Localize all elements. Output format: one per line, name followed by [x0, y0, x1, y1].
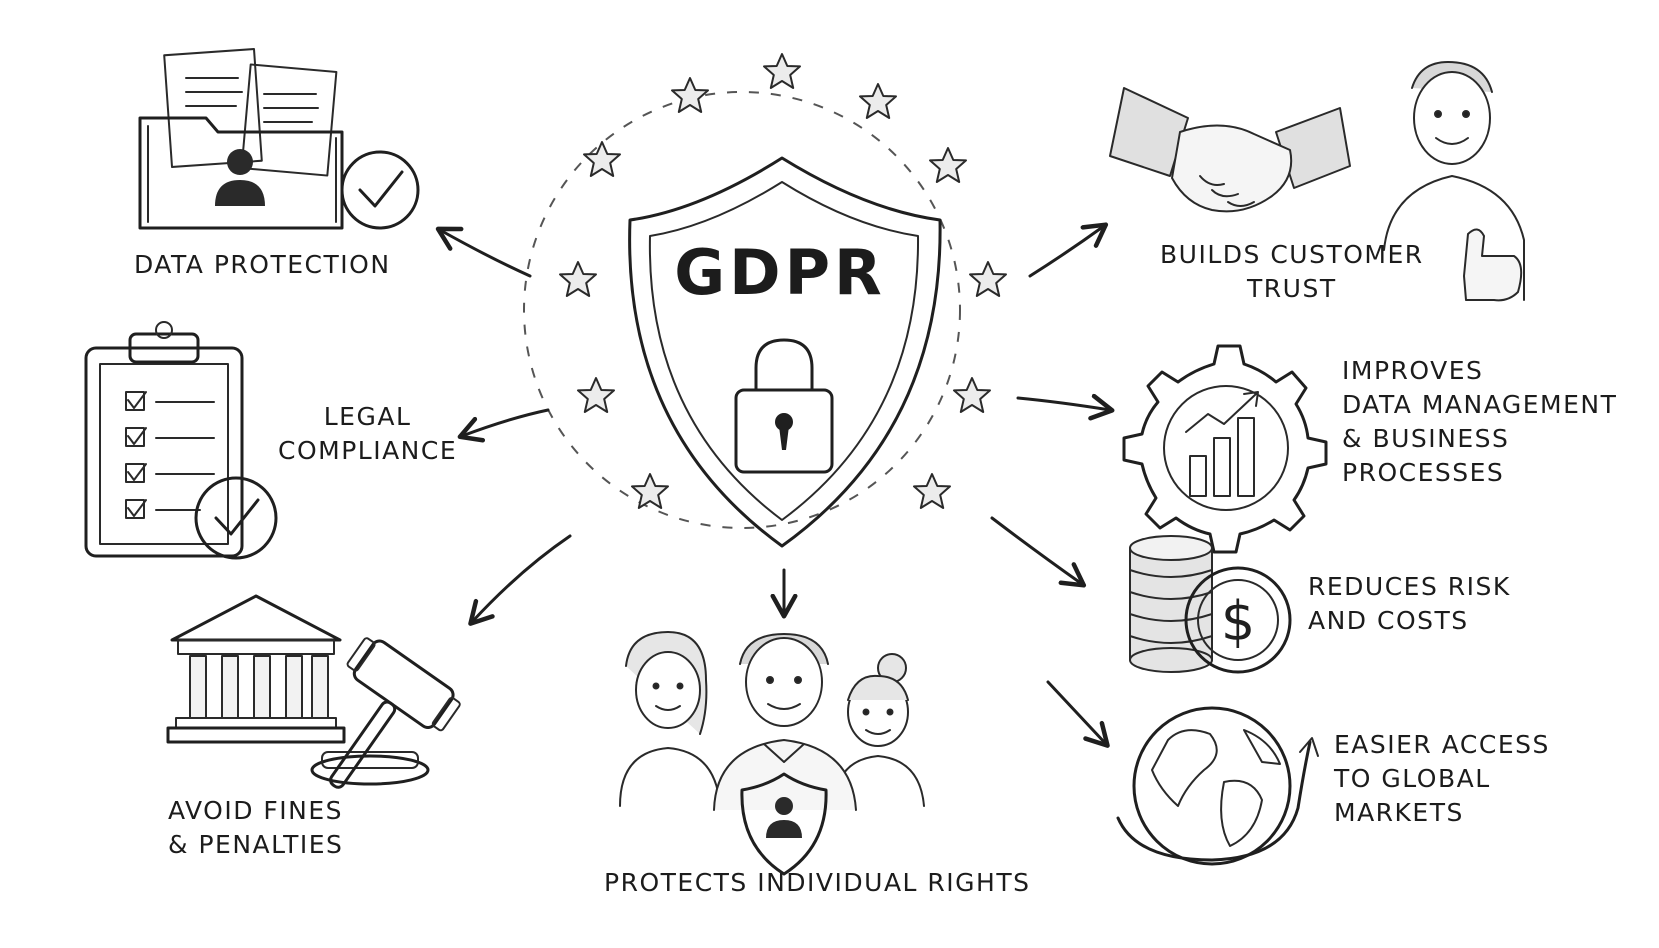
label-line: COMPLIANCE [278, 436, 458, 465]
svg-text:$: $ [1221, 590, 1255, 653]
label-line: AVOID FINES [168, 796, 344, 825]
dashed-ring [523, 91, 961, 529]
documents-icon [163, 47, 338, 177]
label-line: & BUSINESS [1342, 424, 1510, 453]
arrow-customer-trust [1028, 222, 1109, 278]
courthouse-icon [166, 594, 346, 744]
label-risk-costs: REDUCES RISK AND COSTS [1308, 570, 1511, 638]
label-data-protection: DATA PROTECTION [134, 248, 391, 282]
handshake-icon [1109, 87, 1351, 213]
clipboard-checklist-icon [84, 321, 278, 560]
gavel-icon [310, 637, 461, 789]
label-line: TRUST [1247, 274, 1337, 303]
arrow-data-protection [435, 226, 532, 278]
label-customer-trust: BUILDS CUSTOMER TRUST [1160, 238, 1424, 306]
arrows [435, 222, 1115, 748]
shield-user-icon [740, 772, 828, 876]
people-group-icon [619, 631, 925, 811]
thumbs-up-person-icon [1383, 61, 1525, 302]
label-individual-rights: PROTECTS INDIVIDUAL RIGHTS [604, 866, 1031, 900]
arrow-global-markets [1046, 680, 1110, 748]
center-emblem [523, 53, 1007, 548]
label-line: BUILDS CUSTOMER [1160, 240, 1424, 269]
label-line: MARKETS [1334, 798, 1464, 827]
folder-icon [138, 116, 344, 230]
label-line: DATA PROTECTION [134, 250, 391, 279]
label-legal-compliance: LEGAL COMPLIANCE [278, 400, 457, 468]
label-line: EASIER ACCESS [1334, 730, 1550, 759]
dollar-coin-icon: $ [1184, 566, 1292, 674]
check-circle-icon [194, 476, 278, 560]
data-protection-graphic [138, 47, 420, 230]
arrow-legal-compliance [457, 408, 550, 443]
label-global-markets: EASIER ACCESS TO GLOBAL MARKETS [1334, 728, 1550, 830]
label-line: LEGAL [323, 402, 412, 431]
label-avoid-fines: AVOID FINES & PENALTIES [168, 794, 343, 862]
shield-icon [628, 156, 942, 548]
label-data-management: IMPROVES DATA MANAGEMENT & BUSINESS PROC… [1342, 354, 1617, 490]
label-line: AND COSTS [1308, 606, 1469, 635]
label-line: REDUCES RISK [1308, 572, 1511, 601]
label-line: IMPROVES [1342, 356, 1484, 385]
gdpr-title: GDPR [674, 236, 886, 309]
label-line: & PENALTIES [168, 830, 344, 859]
arrow-avoid-fines [468, 534, 572, 626]
arrow-data-management [1016, 393, 1115, 421]
user-icon [215, 149, 265, 206]
check-circle-icon [340, 150, 420, 230]
arrow-risk-costs [990, 516, 1087, 588]
coin-stack-icon [1129, 535, 1213, 673]
label-line: PROCESSES [1342, 458, 1505, 487]
label-line: TO GLOBAL [1334, 764, 1491, 793]
label-line: DATA MANAGEMENT [1342, 390, 1618, 419]
padlock-icon [734, 338, 834, 474]
globe-orbit-icon [1116, 706, 1319, 866]
label-line: PROTECTS INDIVIDUAL RIGHTS [604, 868, 1031, 897]
gear-chart-icon [1122, 344, 1328, 554]
